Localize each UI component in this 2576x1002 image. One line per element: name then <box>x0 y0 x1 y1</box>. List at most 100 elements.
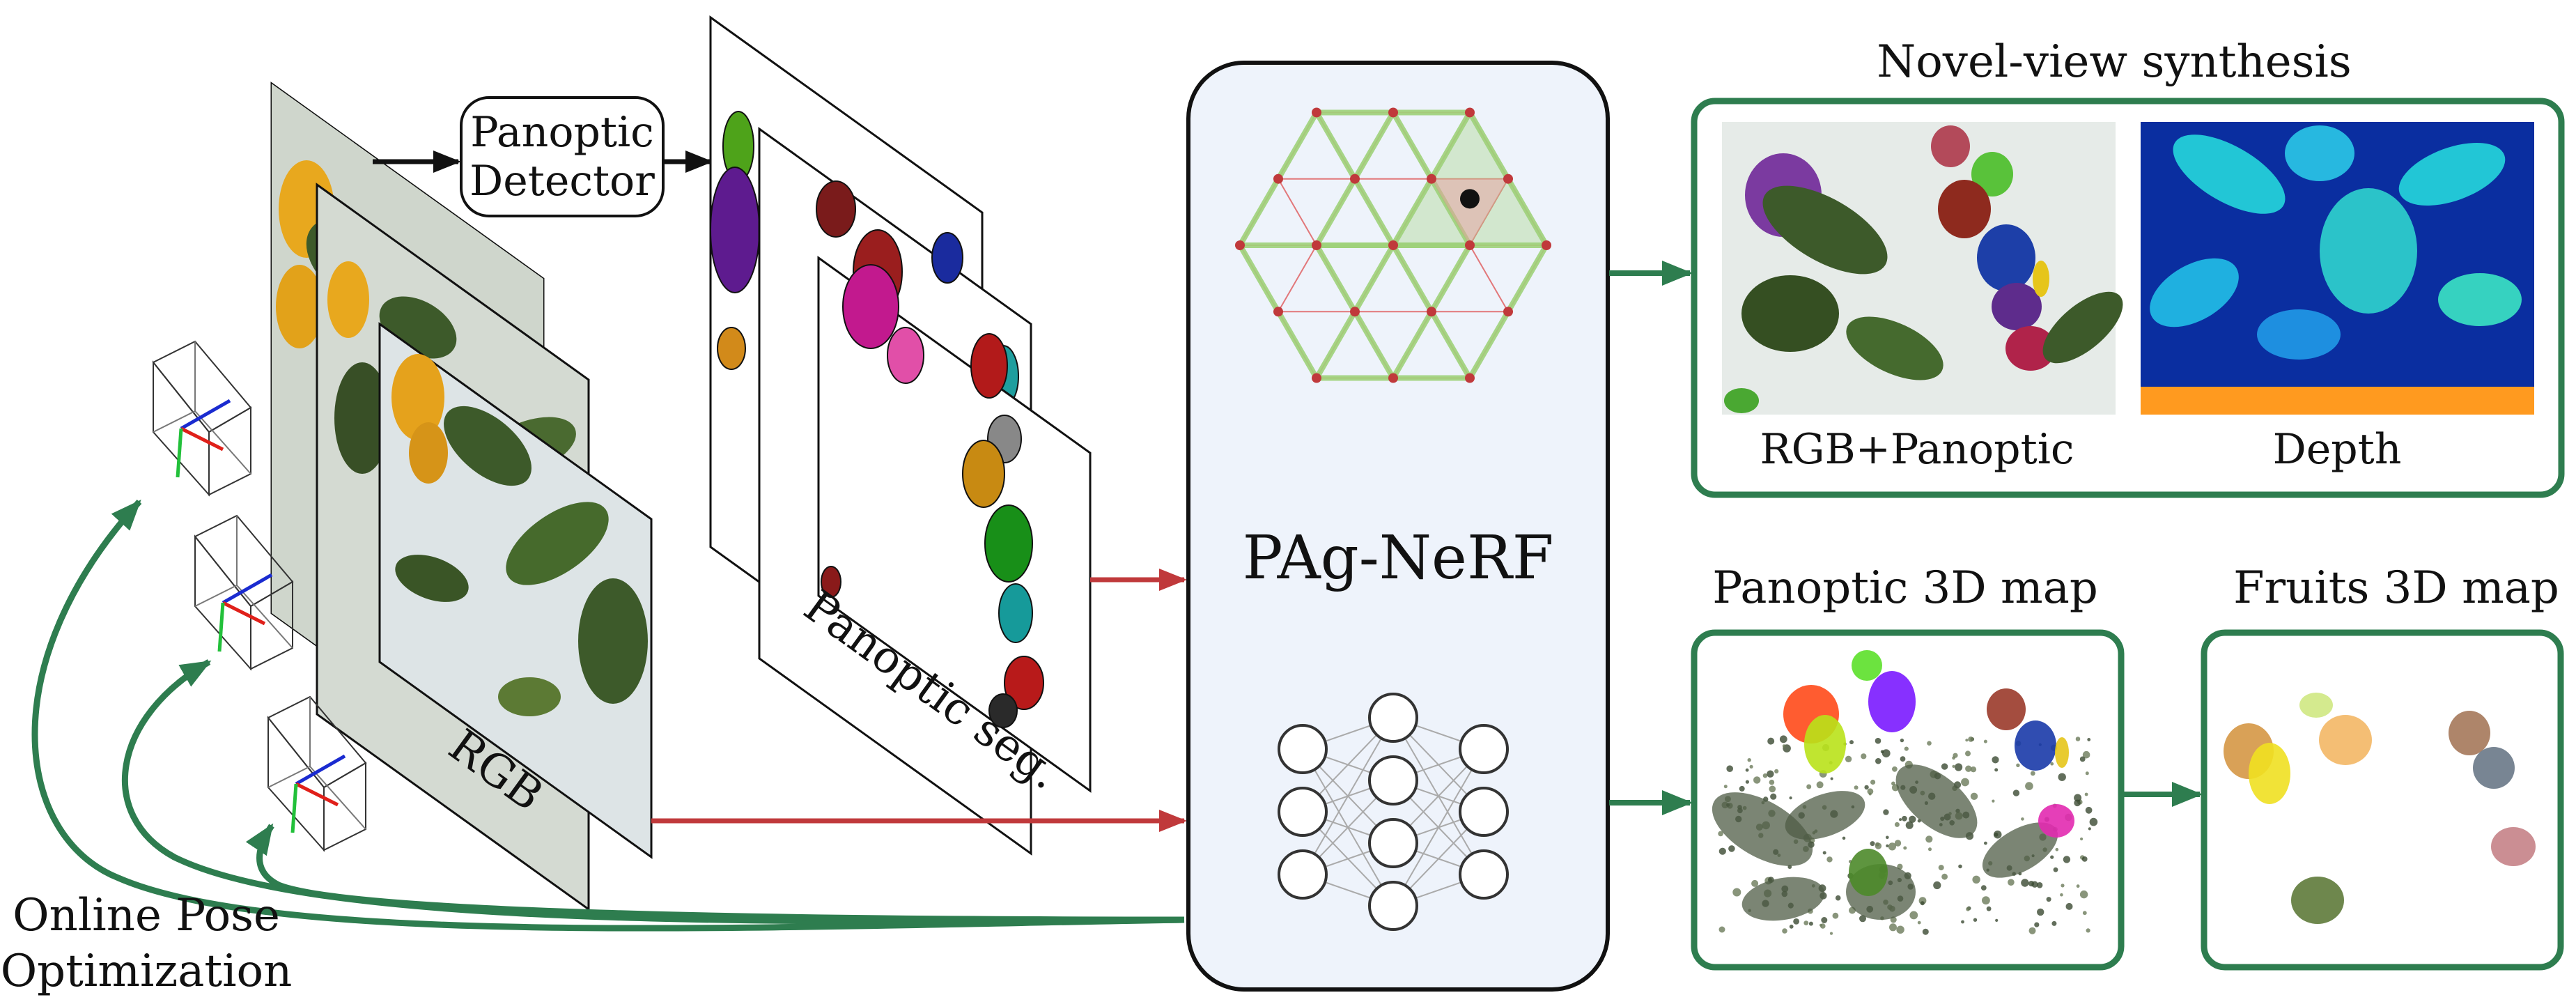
point-cloud-dot <box>1870 779 1876 785</box>
point-cloud-dot <box>2061 884 2065 888</box>
point-cloud-dot <box>1972 875 1980 884</box>
hash-grid-fine-edge <box>1469 245 1509 312</box>
depth-label: Depth <box>2273 425 2402 474</box>
point-cloud-dot <box>1892 766 1898 772</box>
point-cloud-dot <box>1938 865 1944 871</box>
point-cloud-dot <box>1880 750 1884 754</box>
camera-frustum-icon <box>152 340 367 852</box>
point-cloud-dot <box>1726 765 1733 772</box>
point-cloud-dot <box>1793 918 1800 925</box>
point-cloud-dot <box>1922 928 1929 935</box>
axis-red <box>222 601 266 626</box>
point-cloud-dot <box>1983 739 1987 743</box>
frustum-edge <box>194 410 251 475</box>
point-cloud-fruit <box>1987 688 2026 730</box>
nn-neuron <box>1368 818 1418 868</box>
point-cloud-dot <box>1769 785 1776 793</box>
point-cloud-dot <box>1984 841 1987 845</box>
point-cloud-dot <box>1774 769 1779 773</box>
fruits-map-title: Fruits 3D map <box>2233 562 2559 614</box>
point-cloud-dot <box>1803 920 1809 925</box>
point-cloud-dot <box>1886 835 1889 840</box>
neural-network-icon <box>1278 693 1509 931</box>
hash-grid-vertex <box>1312 240 1321 250</box>
hash-grid-fine-edge <box>1278 245 1317 312</box>
axis-green <box>290 783 298 833</box>
point-cloud-dot <box>2082 911 2087 916</box>
point-cloud-dot <box>2065 902 2073 910</box>
nn-neuron <box>1368 755 1418 806</box>
point-cloud-dot <box>1909 911 1918 920</box>
point-cloud-dot <box>2036 882 2043 888</box>
point-cloud-dot <box>1745 768 1749 772</box>
axis-red <box>180 426 224 452</box>
point-cloud-dot <box>1822 851 1826 855</box>
point-cloud-dot <box>1718 847 1726 855</box>
point-cloud-dot <box>1896 925 1904 934</box>
point-cloud-dot <box>1899 818 1902 822</box>
nn-neuron <box>1278 787 1328 837</box>
point-cloud-dot <box>2085 806 2093 814</box>
point-cloud-dot <box>1995 918 1999 922</box>
panoptic-detector-box: Panoptic Detector <box>460 96 665 217</box>
point-cloud-dot <box>1821 917 1828 923</box>
point-cloud-dot <box>1723 785 1728 789</box>
hash-grid-vertex <box>1542 240 1551 250</box>
point-cloud-dot <box>1905 821 1914 829</box>
point-cloud-dot <box>1732 888 1741 897</box>
point-cloud-dot <box>1820 923 1826 929</box>
point-cloud-dot <box>1952 764 1955 768</box>
point-cloud-dot <box>1917 920 1921 925</box>
hash-grid-vertex <box>1503 307 1513 317</box>
point-cloud-dot <box>1864 785 1869 790</box>
nn-neuron <box>1459 849 1509 900</box>
panoptic-seg-stack <box>709 15 1092 856</box>
point-cloud-dot <box>1965 739 1969 742</box>
hash-grid-vertex <box>1312 373 1321 383</box>
frustum-edge <box>194 585 238 607</box>
axis-blue <box>222 573 273 605</box>
point-cloud-dot <box>2060 893 2063 897</box>
point-cloud-dot <box>1965 750 1971 757</box>
point-cloud-dot <box>1900 738 1904 743</box>
camera-frustum <box>267 695 367 852</box>
point-cloud-dot <box>1925 835 1933 843</box>
point-cloud-dot <box>1904 746 1909 751</box>
point-cloud-dot <box>2080 837 2084 841</box>
point-cloud-dot <box>2021 817 2024 821</box>
point-cloud-dot <box>1718 831 1723 837</box>
axis-green <box>176 428 183 478</box>
nn-connection <box>1302 717 1394 875</box>
hash-grid-vertex <box>1388 240 1398 250</box>
panoptic-point-cloud <box>1712 650 2098 935</box>
hash-grid-highlight-fine <box>1431 178 1508 245</box>
point-cloud-fruit <box>1868 671 1916 732</box>
point-cloud-dot <box>1718 926 1725 933</box>
point-cloud-dot <box>1859 915 1866 923</box>
point-cloud-fruit <box>1804 715 1846 773</box>
hash-grid-vertex <box>1388 373 1398 383</box>
point-cloud-dot <box>2089 817 2098 826</box>
rgb-panoptic-label: RGB+Panoptic <box>1760 425 2074 474</box>
point-cloud-dot <box>1994 768 1999 772</box>
point-cloud-dot <box>1745 780 1749 784</box>
hash-grid-vertex <box>1350 174 1360 184</box>
point-cloud-dot <box>2074 794 2082 802</box>
point-cloud-dot <box>2008 879 2015 886</box>
point-cloud-dot <box>1928 847 1932 851</box>
point-cloud-dot <box>1789 924 1794 929</box>
point-cloud-dot <box>1749 764 1753 769</box>
novel-view-title: Novel-view synthesis <box>1877 36 2351 88</box>
point-cloud-dot <box>2079 890 2088 899</box>
rgb-image-stack <box>270 82 653 911</box>
panoptic-detector-line2: Detector <box>470 157 655 206</box>
point-cloud-dot <box>1968 737 1974 742</box>
point-cloud-dot <box>2084 792 2088 796</box>
depth-render <box>2141 122 2534 415</box>
nn-neuron <box>1459 724 1509 774</box>
model-label: PAg-NeRF <box>1243 523 1554 593</box>
point-cloud-dot <box>1770 793 1777 800</box>
fruits-point-cloud <box>2224 693 2536 924</box>
axis-green <box>217 602 225 652</box>
